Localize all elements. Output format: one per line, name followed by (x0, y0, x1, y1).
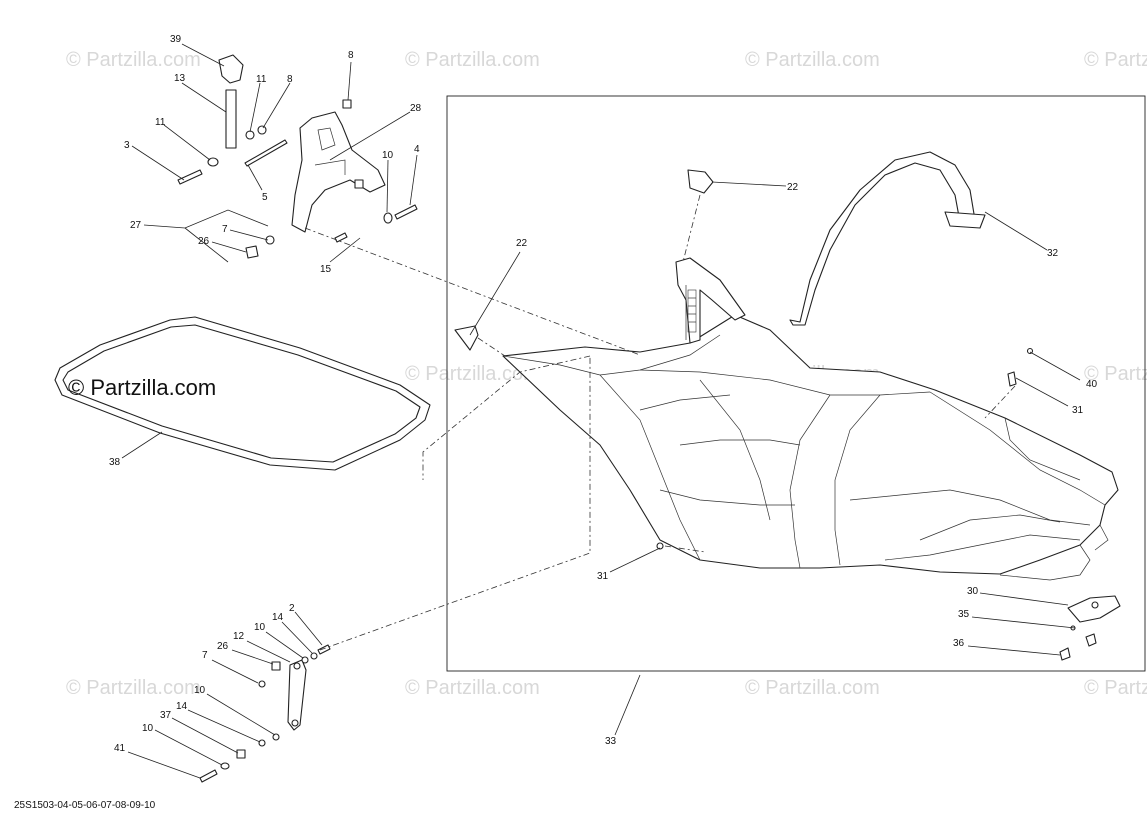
callout-14: 14 (176, 701, 188, 712)
callout-15: 15 (320, 264, 332, 275)
seat-assembly-frame (446, 95, 1146, 672)
callout-41: 41 (114, 743, 126, 754)
callout-26: 26 (217, 641, 229, 652)
seat-part (502, 257, 1119, 581)
callout-22: 22 (787, 182, 799, 193)
link-arm-part (287, 659, 307, 731)
watermark: © Partzilla.com (405, 677, 540, 699)
watermark: © Partzilla.com (1084, 677, 1147, 699)
callout-7: 7 (202, 650, 208, 661)
shock-part (225, 89, 237, 149)
callout-14: 14 (272, 612, 284, 623)
cap-part (687, 169, 714, 194)
grab-strap-part (789, 151, 986, 326)
callout-12: 12 (233, 631, 245, 642)
callout-13: 13 (174, 73, 186, 84)
callout-26: 26 (198, 236, 210, 247)
callout-7: 7 (222, 224, 228, 235)
latch-bracket-part (1067, 595, 1121, 623)
callout-8: 8 (287, 74, 293, 85)
callout-10: 10 (254, 622, 266, 633)
cap-part (454, 325, 479, 351)
watermark: © Partzilla.com (66, 677, 201, 699)
callout-10: 10 (382, 150, 394, 161)
hinge-bracket-part (291, 111, 386, 233)
callout-31: 31 (1072, 405, 1084, 416)
callout-10: 10 (194, 685, 206, 696)
callout-39: 39 (170, 34, 182, 45)
callout-33: 33 (605, 736, 617, 747)
clip-part (218, 54, 244, 84)
watermark-layer: © Partzilla.com © Partzilla.com © Partzi… (66, 49, 1147, 699)
watermark: © Partzilla.com (405, 363, 540, 385)
callout-38: 38 (109, 457, 121, 468)
callout-37: 37 (160, 710, 172, 721)
callout-40: 40 (1086, 379, 1098, 390)
callout-8: 8 (348, 50, 354, 61)
callout-28: 28 (410, 103, 422, 114)
watermark: © Partzilla.com (745, 677, 880, 699)
callout-11: 11 (256, 74, 267, 85)
assembly-lines (304, 194, 1016, 651)
callout-2: 2 (289, 603, 295, 614)
callout-5: 5 (262, 192, 268, 203)
leader-lines (121, 43, 1081, 779)
watermark: © Partzilla.com (405, 49, 540, 71)
callout-36: 36 (953, 638, 965, 649)
callout-32: 32 (1047, 248, 1059, 259)
seal-part (54, 316, 431, 471)
callout-30: 30 (967, 586, 979, 597)
callout-4: 4 (414, 144, 420, 155)
watermark: © Partzilla.com (745, 49, 880, 71)
callout-27: 27 (130, 220, 142, 231)
callout-35: 35 (958, 609, 970, 620)
diagram-code: 25S1503-04-05-06-07-08-09-10 (14, 800, 156, 811)
callout-3: 3 (124, 140, 130, 151)
callout-layer: 39 13 8 11 8 11 3 5 28 10 4 27 7 26 15 3… (109, 34, 1098, 754)
callout-22: 22 (516, 238, 528, 249)
watermark: © Partzilla.com (1084, 363, 1147, 385)
watermark: © Partzilla.com (66, 49, 201, 71)
callout-10: 10 (142, 723, 154, 734)
brand-label: © Partzilla.com (68, 375, 216, 400)
watermark: © Partzilla.com (1084, 49, 1147, 71)
callout-31: 31 (597, 571, 609, 582)
callout-11: 11 (155, 117, 166, 128)
